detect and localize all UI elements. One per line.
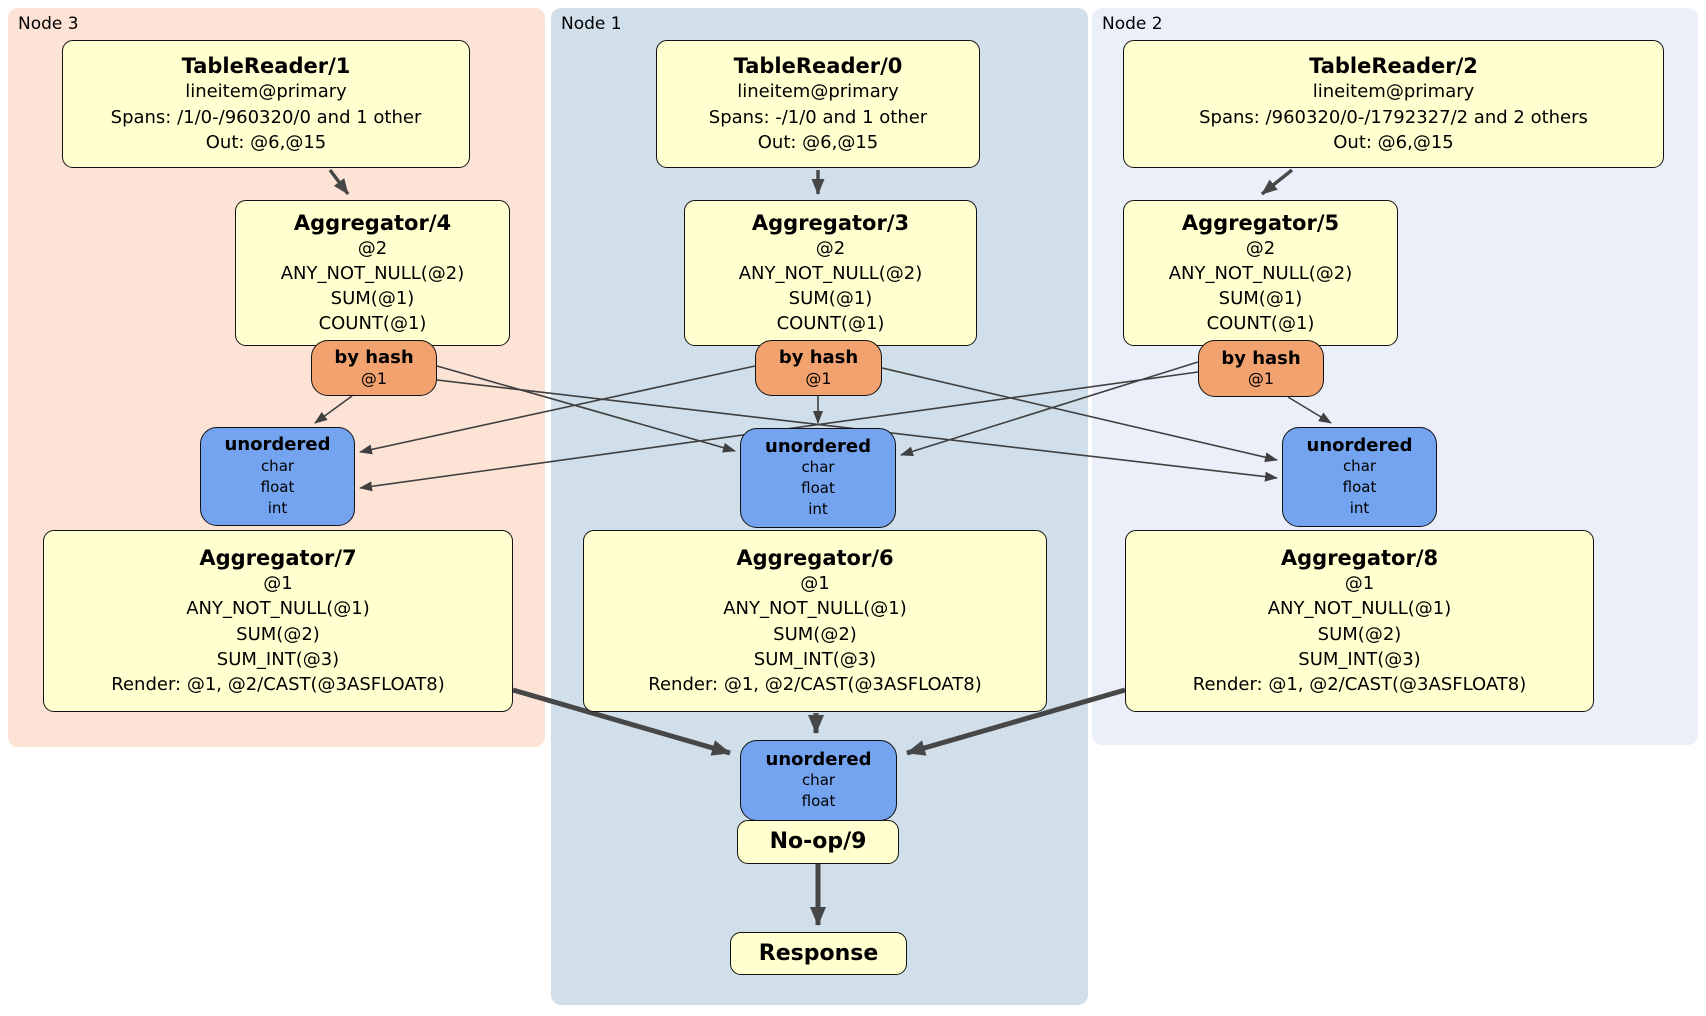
aggregator-8-node: Aggregator/8 @1 ANY_NOT_NULL(@1) SUM(@2)…	[1125, 530, 1594, 712]
node-detail: ANY_NOT_NULL(@1)	[723, 598, 907, 620]
node-detail: Out: @6,@15	[205, 131, 327, 153]
tablereader-0-node: TableReader/0 lineitem@primary Spans: -/…	[656, 40, 980, 168]
sync-column: float	[1342, 478, 1377, 497]
node-title: TableReader/2	[1309, 54, 1478, 79]
router-title: by hash	[334, 347, 414, 369]
node-detail: lineitem@primary	[737, 81, 899, 103]
node-detail: COUNT(@1)	[318, 313, 427, 335]
node-detail: @1	[1344, 573, 1375, 595]
node-detail: Out: @6,@15	[1333, 131, 1454, 153]
node-title: No-op/9	[769, 829, 867, 855]
node-detail: @2	[815, 237, 846, 259]
sync-column: char	[801, 771, 836, 790]
by-hash-router-node2: by hash @1	[1198, 340, 1324, 397]
node-detail: ANY_NOT_NULL(@1)	[186, 598, 370, 620]
aggregator-7-node: Aggregator/7 @1 ANY_NOT_NULL(@1) SUM(@2)…	[43, 530, 513, 712]
sync-title: unordered	[1306, 434, 1413, 456]
sync-column: float	[260, 477, 295, 496]
node-detail: ANY_NOT_NULL(@1)	[1267, 598, 1452, 620]
node-detail: Out: @6,@15	[757, 131, 879, 153]
node-title: Aggregator/3	[751, 210, 910, 235]
aggregator-4-node: Aggregator/4 @2 ANY_NOT_NULL(@2) SUM(@1)…	[235, 200, 510, 346]
node-detail: SUM(@2)	[1317, 623, 1402, 645]
sync-title: unordered	[765, 435, 871, 457]
node-detail: Render: @1, @2/CAST(@3ASFLOAT8)	[1192, 673, 1527, 695]
node-detail: lineitem@primary	[1312, 81, 1475, 103]
sync-column: int	[267, 498, 288, 517]
router-column: @1	[805, 368, 832, 388]
node-detail: SUM_INT(@3)	[753, 648, 877, 670]
node-detail: SUM(@2)	[773, 623, 857, 645]
router-title: by hash	[778, 347, 859, 369]
router-column: @1	[360, 368, 388, 388]
node-3-label: Node 3	[18, 14, 79, 34]
node-detail: SUM_INT(@3)	[1298, 648, 1421, 670]
node-detail: @1	[800, 573, 830, 595]
sync-column: int	[1349, 499, 1370, 518]
unordered-sync-node1: unordered char float int	[740, 428, 896, 528]
node-title: Aggregator/8	[1280, 545, 1439, 570]
aggregator-6-node: Aggregator/6 @1 ANY_NOT_NULL(@1) SUM(@2)…	[583, 530, 1047, 712]
node-title: Aggregator/6	[736, 545, 894, 570]
node-detail: SUM_INT(@3)	[216, 648, 340, 670]
node-detail: Render: @1, @2/CAST(@3ASFLOAT8)	[648, 673, 982, 695]
node-detail: Render: @1, @2/CAST(@3ASFLOAT8)	[111, 673, 445, 695]
router-column: @1	[1247, 369, 1275, 389]
node-detail: @2	[357, 237, 388, 259]
node-detail: lineitem@primary	[185, 81, 347, 103]
response-node: Response	[730, 932, 907, 975]
node-title: Aggregator/4	[293, 210, 452, 235]
sync-title: unordered	[224, 434, 331, 456]
node-detail: ANY_NOT_NULL(@2)	[1168, 262, 1353, 284]
node-title: Aggregator/7	[199, 545, 357, 570]
unordered-sync-node3: unordered char float int	[200, 427, 355, 526]
node-detail: ANY_NOT_NULL(@2)	[280, 262, 465, 284]
by-hash-router-node1: by hash @1	[755, 340, 882, 396]
tablereader-2-node: TableReader/2 lineitem@primary Spans: /9…	[1123, 40, 1664, 168]
node-title: TableReader/1	[181, 54, 351, 79]
sync-title: unordered	[765, 748, 872, 770]
sync-column: char	[260, 456, 295, 475]
node-detail: Spans: -/1/0 and 1 other	[708, 106, 928, 128]
node-detail: SUM(@1)	[788, 288, 873, 310]
node-detail: SUM(@1)	[1218, 288, 1303, 310]
sync-column: char	[801, 458, 835, 477]
sync-column: int	[808, 500, 828, 519]
node-detail: COUNT(@1)	[1206, 313, 1315, 335]
aggregator-3-node: Aggregator/3 @2 ANY_NOT_NULL(@2) SUM(@1)…	[684, 200, 977, 346]
node-title: Response	[758, 940, 879, 966]
tablereader-1-node: TableReader/1 lineitem@primary Spans: /1…	[62, 40, 470, 168]
final-unordered-sync: unordered char float	[740, 740, 897, 821]
aggregator-5-node: Aggregator/5 @2 ANY_NOT_NULL(@2) SUM(@1)…	[1123, 200, 1398, 346]
node-2-label: Node 2	[1102, 14, 1163, 34]
node-detail: ANY_NOT_NULL(@2)	[738, 262, 923, 284]
node-detail: @2	[1245, 237, 1276, 259]
node-1-label: Node 1	[561, 14, 622, 34]
node-detail: SUM(@1)	[330, 288, 415, 310]
node-detail: @1	[263, 573, 293, 595]
node-detail: Spans: /1/0-/960320/0 and 1 other	[110, 106, 422, 128]
by-hash-router-node3: by hash @1	[311, 340, 437, 396]
node-title: TableReader/0	[733, 54, 903, 79]
node-title: Aggregator/5	[1181, 210, 1340, 235]
sync-column: char	[1342, 457, 1377, 476]
sync-column: float	[801, 792, 836, 811]
node-detail: Spans: /960320/0-/1792327/2 and 2 others	[1199, 106, 1588, 128]
sync-column: float	[801, 479, 835, 498]
router-title: by hash	[1221, 347, 1301, 369]
node-detail: SUM(@2)	[236, 623, 320, 645]
unordered-sync-node2: unordered char float int	[1282, 427, 1437, 527]
node-detail: COUNT(@1)	[776, 313, 885, 335]
noop-9-node: No-op/9	[737, 820, 899, 864]
